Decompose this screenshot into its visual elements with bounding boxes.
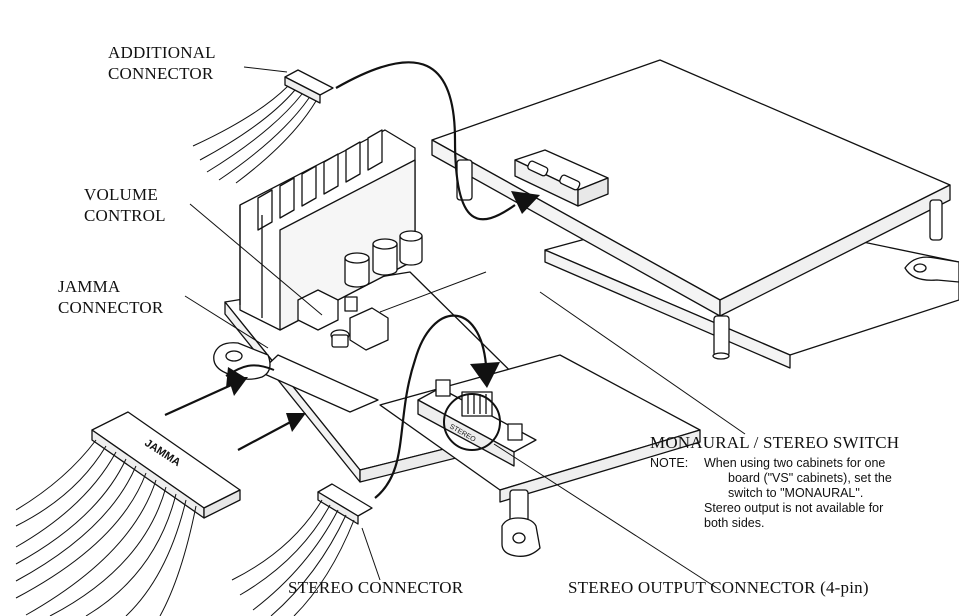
- leader-jamma: [184, 295, 269, 349]
- label-stereo-connector: STEREO CONNECTOR: [288, 578, 464, 597]
- jamma-cable: [15, 439, 197, 616]
- upper-board: [431, 59, 951, 360]
- additional-cable: [192, 85, 317, 184]
- stereo-cable: [231, 499, 355, 616]
- jamma-insert-arrow-2: [237, 417, 299, 451]
- stereo-route-line: [374, 314, 488, 499]
- upper-board-switch: [514, 149, 609, 207]
- heatsink: [239, 129, 416, 331]
- jamma-insert-arrow-1: [164, 380, 239, 417]
- leader-switch: [539, 291, 746, 435]
- arrow-head-jamma-2: [286, 413, 306, 432]
- additional-route-line: [335, 61, 516, 221]
- note-prefix: NOTE:: [650, 456, 689, 470]
- note-text: When using two cabinets for one board ("…: [704, 456, 892, 531]
- mounting-bracket-right: [904, 256, 959, 283]
- leader-output: [493, 443, 721, 591]
- label-additional-connector: ADDITIONAL CONNECTOR: [108, 43, 216, 83]
- note-line: When using two cabinets for one: [704, 456, 886, 470]
- note-line: switch to "MONAURAL".: [728, 486, 864, 500]
- stereo-output-connector: [417, 379, 537, 467]
- capacitors: [344, 230, 423, 288]
- leader-aux: [379, 271, 487, 313]
- arrow-head-upper: [511, 191, 540, 214]
- leader-volume: [189, 203, 323, 316]
- stereo-connector-plug: [317, 483, 373, 525]
- leader-additional: [243, 66, 288, 73]
- label-stereo-output-connector: STEREO OUTPUT CONNECTOR (4-pin): [568, 578, 869, 597]
- leader-stereo-conn: [361, 527, 381, 581]
- additional-connector-plug: [284, 69, 334, 104]
- volume-control-parts: [297, 289, 389, 351]
- arrow-head-stereo: [470, 362, 500, 388]
- highlight-circle: [443, 393, 501, 451]
- note-line: board ("VS" cabinets), set the: [728, 471, 892, 485]
- note-line: both sides.: [704, 516, 765, 530]
- note-line: Stereo output is not available for: [704, 501, 884, 515]
- label-jamma-connector: JAMMA CONNECTOR: [58, 277, 164, 317]
- label-monaural-stereo-switch: MONAURAL / STEREO SWITCH: [650, 433, 900, 452]
- label-volume-control: VOLUME CONTROL: [84, 185, 166, 225]
- arrow-head-jamma-1: [228, 377, 248, 396]
